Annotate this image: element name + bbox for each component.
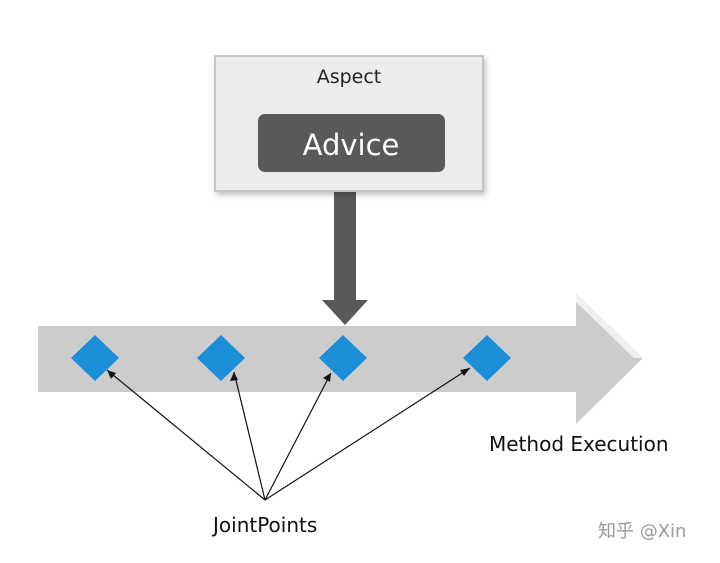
joinpoint-diamond <box>197 335 245 381</box>
advice-pointer-arrow <box>322 192 368 325</box>
advice-label: Advice <box>303 128 400 162</box>
joinpoint-connectors <box>106 367 471 501</box>
pointer-head <box>322 300 368 325</box>
connector-arrowhead <box>460 368 470 376</box>
connector-line <box>264 372 332 501</box>
connector-arrowhead <box>107 370 116 379</box>
timeline-arrow-highlight <box>576 293 643 358</box>
joinpoint-diamond <box>71 335 119 381</box>
connector-arrowhead <box>323 373 331 382</box>
aspect-box: Aspect Advice <box>214 55 484 192</box>
advice-box <box>258 114 445 172</box>
joinpoint-diamond <box>319 335 367 381</box>
connector-arrowhead <box>230 372 238 381</box>
aspect-label: Aspect <box>317 66 382 88</box>
connector-line <box>233 371 266 501</box>
joinpoint-diamond <box>463 335 511 381</box>
joinpoints <box>71 335 511 381</box>
connector-line <box>264 367 471 501</box>
pointer-shaft <box>334 192 356 302</box>
watermark: 知乎 @Xin <box>598 521 686 542</box>
method-execution-label: Method Execution <box>489 432 669 456</box>
connector-line <box>106 369 266 501</box>
joinpoints-label: JointPoints <box>211 513 317 537</box>
